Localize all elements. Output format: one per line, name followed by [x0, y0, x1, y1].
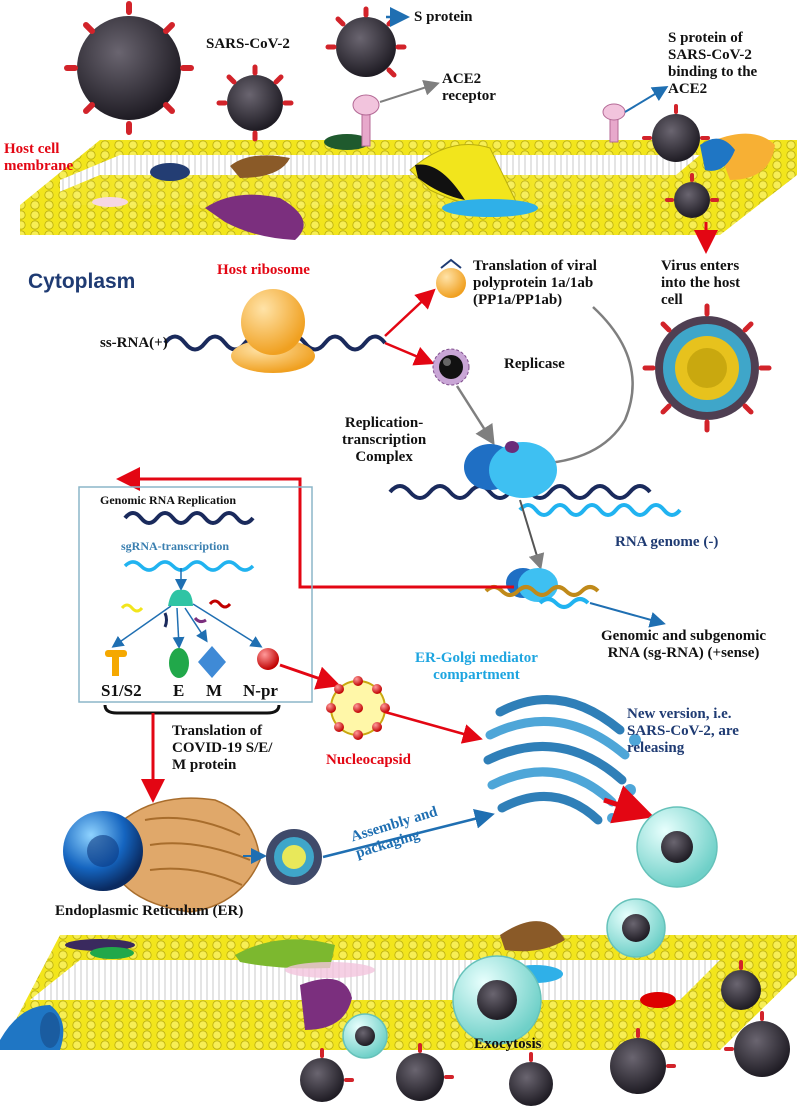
virus-entering [665, 173, 719, 218]
arrow-to-replication-box [116, 467, 514, 589]
vesicle-new-virus [636, 806, 718, 888]
label-host-ribosome: Host ribosome [217, 262, 310, 278]
arrow-binding [624, 85, 669, 113]
rna-genome-minus-strand [518, 503, 682, 517]
ace2-receptor-bound-shape [602, 103, 626, 143]
protein-bracket [103, 704, 281, 715]
vesicle-membrane-large [452, 955, 542, 1045]
replication-box [78, 486, 313, 703]
label-s1s2: S1/S2 [101, 681, 142, 700]
host-ribosome-shape [231, 289, 315, 373]
vesicle-left [342, 1013, 388, 1059]
label-host-cell-membrane: Host cell membrane [4, 141, 74, 174]
label-sgrna-transcription: sgRNA-transcription [121, 539, 229, 553]
arrow-to-npr [192, 603, 263, 648]
golgi-shape [483, 695, 641, 825]
label-er-golgi: ER-Golgi mediator compartment [415, 650, 538, 683]
label-er: Endoplasmic Reticulum (ER) [55, 903, 244, 919]
label-rna-genome-minus: RNA genome (-) [615, 534, 719, 550]
sgrna-strand [538, 597, 590, 609]
released-viruses [300, 960, 790, 1106]
virus-uncoating [642, 303, 772, 433]
label-s-protein-binding: S protein of SARS-CoV-2 binding to the A… [668, 30, 758, 97]
arrow-ace2 [379, 80, 440, 103]
arrow-rtc-to-sgrna [519, 499, 545, 570]
rtc-shape [464, 441, 557, 498]
label-npr: N-pr [243, 681, 278, 700]
host-cell-membrane-bottom [0, 921, 797, 1050]
npr-protein-shape [257, 648, 279, 670]
virus-bound [642, 104, 710, 162]
vesicle-right [606, 898, 666, 958]
label-ss-rna: ss-RNA(+) [100, 335, 168, 351]
label-s-protein: S protein [414, 9, 473, 25]
mrna-red [208, 599, 232, 609]
mrna-navy [163, 612, 168, 628]
er-shape [63, 797, 261, 913]
arrow-polyprotein-rtc [529, 306, 634, 474]
small-ribosome-shape [168, 589, 193, 606]
label-genomic-subgenomic: Genomic and subgenomic RNA (sg-RNA) (+se… [601, 628, 767, 661]
arrow-to-e [172, 607, 185, 649]
virus-medium [216, 64, 294, 142]
host-cell-membrane-top [20, 133, 797, 240]
virus-large [64, 1, 194, 135]
sgrna-wave [123, 560, 255, 572]
arrow-golgi-release [603, 785, 655, 824]
sgrna-complex-shape [506, 568, 558, 602]
label-sars-cov2: SARS-CoV-2 [206, 36, 290, 52]
label-translation-viral: Translation of viral polyprotein 1a/1ab … [473, 258, 597, 308]
s1s2-protein-shape [105, 650, 127, 676]
polyprotein-shape [436, 258, 466, 298]
mrna-purple [193, 616, 207, 624]
label-genomic-rna-replication: Genomic RNA Replication [100, 493, 236, 507]
arrow-assembly-golgi [322, 808, 495, 859]
label-nucleocapsid: Nucleocapsid [326, 752, 412, 768]
arrow-to-s1s2 [111, 605, 172, 648]
label-cytoplasm: Cytoplasm [28, 270, 136, 293]
m-protein-shape [198, 646, 226, 678]
arrow-npr-nucleocapsid [279, 663, 341, 690]
arrow-to-replicase [384, 341, 435, 366]
label-exocytosis: Exocytosis [474, 1036, 542, 1052]
e-protein-shape [169, 648, 189, 678]
label-m: M [206, 681, 223, 700]
rna-sense-strand [484, 585, 600, 597]
assembled-virus [266, 829, 322, 885]
genomic-rna-wave [123, 511, 255, 525]
mrna-yellow [120, 603, 144, 613]
arrow-nucleocapsid-golgi [384, 710, 483, 744]
arrow-replicase-rtc [455, 385, 495, 446]
label-replicase: Replicase [504, 356, 565, 372]
arrow-genomic-subgenomic [589, 602, 666, 628]
label-rtc: Replication- transcription Complex [342, 415, 427, 465]
arrow-to-polyprotein [384, 288, 436, 337]
replicase-shape [432, 348, 470, 386]
label-translation-covid: Translation of COVID-19 S/E/ M protein [172, 723, 273, 773]
virus-s-protein [325, 6, 407, 78]
nucleocapsid-shape [326, 676, 390, 740]
label-new-version: New version, i.e. SARS-CoV-2, are releas… [627, 706, 739, 756]
ace2-receptor-shape [352, 94, 380, 147]
label-ace2-receptor: ACE2 receptor [442, 71, 496, 104]
label-e: E [173, 681, 185, 700]
label-virus-enters: Virus enters into the host cell [661, 258, 741, 308]
arrow-to-m [184, 607, 208, 643]
